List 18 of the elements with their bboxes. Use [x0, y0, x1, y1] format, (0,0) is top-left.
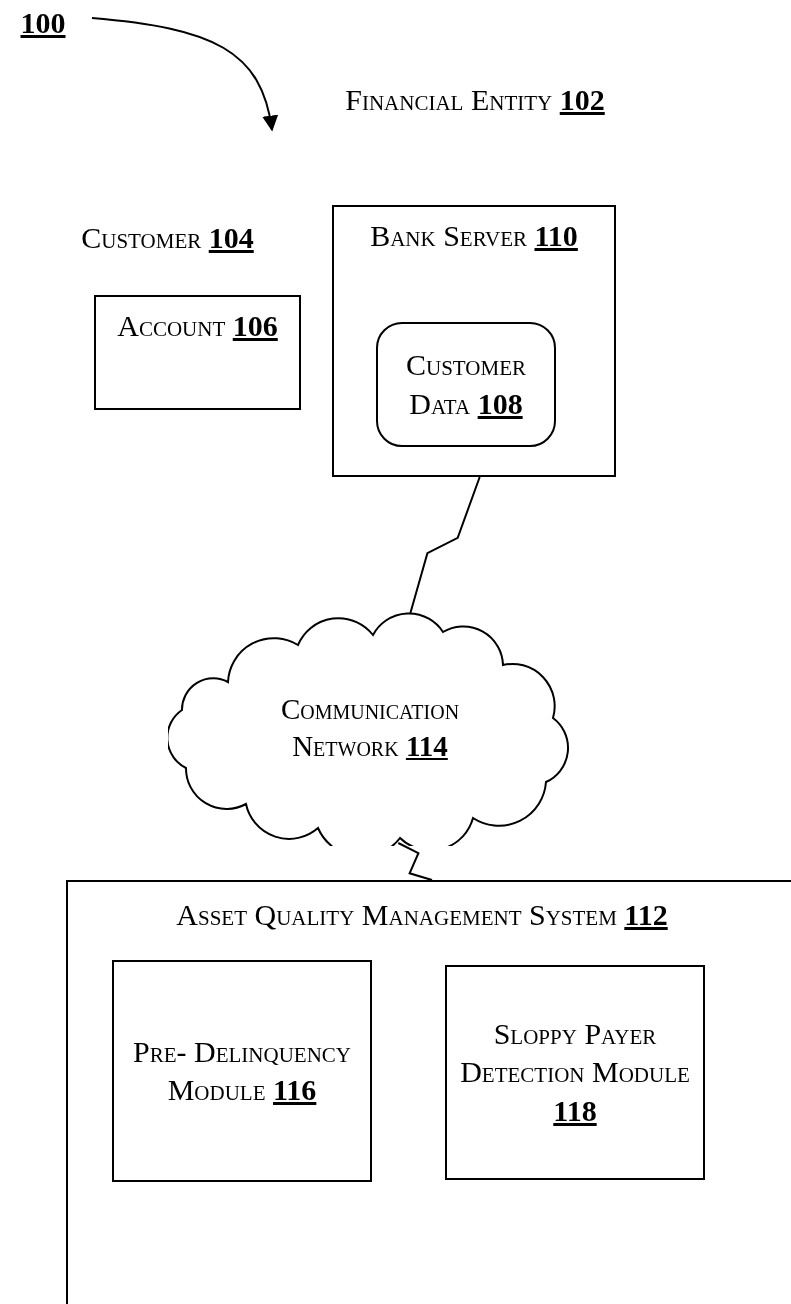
lightning-connector [397, 842, 433, 881]
node-label: Sloppy Payer Detection Module 118 [459, 1015, 691, 1129]
system-box [66, 880, 791, 1304]
module-box [332, 205, 616, 477]
data-box [376, 322, 556, 447]
module-box [112, 960, 372, 1182]
entity-label: Financial Entity 102 [344, 82, 606, 118]
node-label: Customer Data 108 [405, 347, 527, 422]
module-box [445, 965, 705, 1180]
module-box [94, 295, 301, 410]
entity-label: Customer 104 [80, 220, 255, 256]
node-label: Account 106 [117, 308, 278, 344]
arrow [91, 17, 278, 132]
node-label: Asset Quality Management System 112 [176, 897, 668, 933]
node-label: Bank Server 110 [370, 218, 578, 254]
lightning-connector [409, 476, 481, 614]
node-label: 100 [20, 5, 66, 41]
node-label: Pre- Delinquency Module 116 [132, 1033, 352, 1108]
